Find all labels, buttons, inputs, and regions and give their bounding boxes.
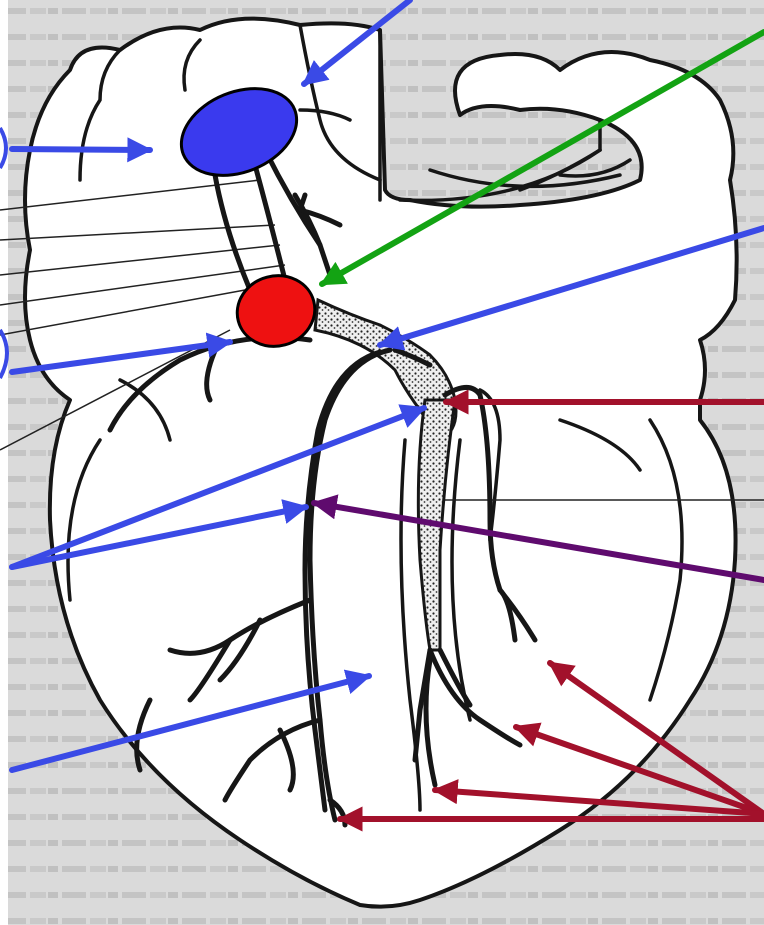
arrow-to-sa-from-left bbox=[12, 149, 150, 150]
